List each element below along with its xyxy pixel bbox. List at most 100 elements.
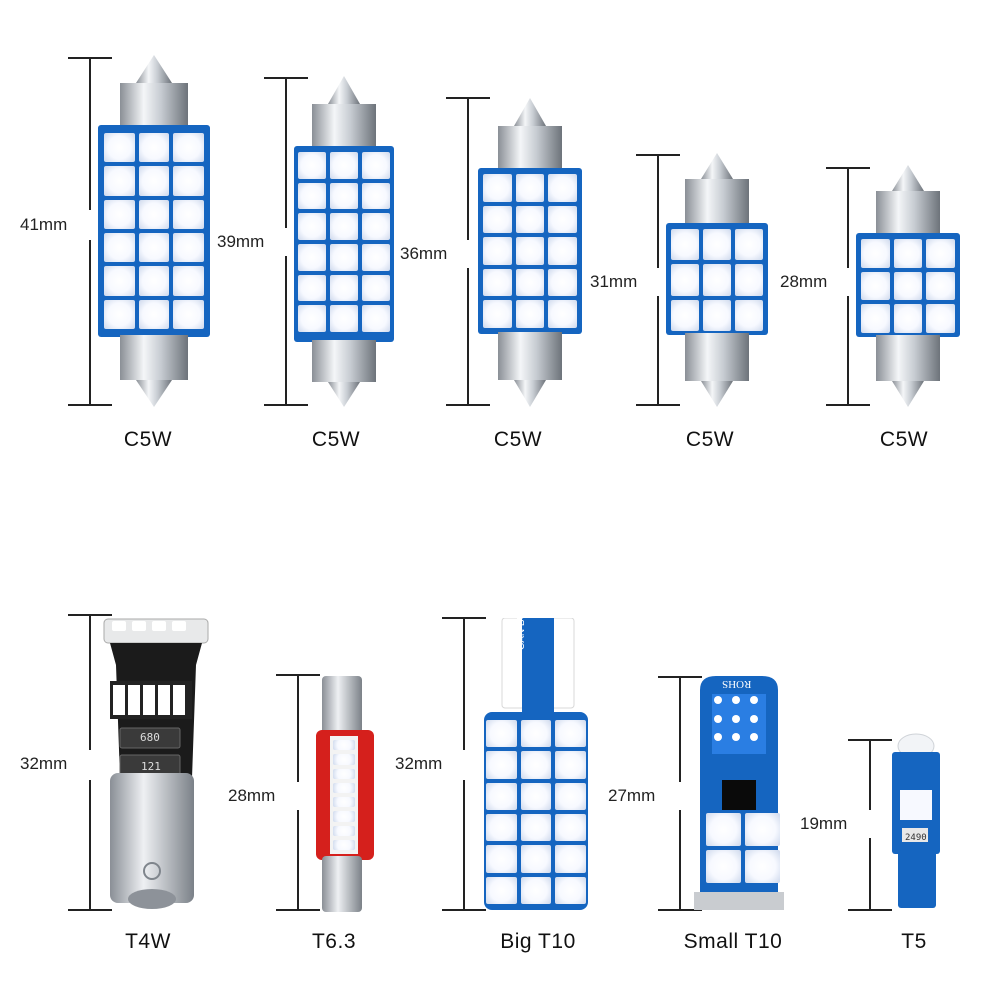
led-dots-small-t10 [714,696,764,748]
led-grid-41mm [104,133,204,329]
led-chip [555,876,586,904]
led-chip [138,266,170,296]
led-chip [138,199,170,229]
led-chip [483,237,512,265]
led-chip [732,696,740,704]
led-chip [671,264,699,296]
chip-label: 680 [140,731,160,744]
led-chip [555,845,586,873]
led-chip [515,174,545,202]
led-chip [362,244,390,271]
led-chip [483,205,512,234]
led-chip [861,271,890,301]
led-chip [861,304,890,333]
led-chip [893,271,923,301]
led-grid-36mm [483,174,577,328]
led-chip [173,266,204,296]
led-chip [555,782,586,810]
led-chip [362,274,390,302]
led-chip [173,199,204,229]
led-chip [893,239,923,268]
dimension-label: 28mm [228,786,276,805]
led-chip [104,166,135,196]
led-chip [861,239,890,268]
dimension-label: 28mm [780,272,828,291]
led-grid-31mm [671,229,763,331]
led-chip [173,133,204,163]
led-chip [515,300,545,328]
led-chip [926,304,955,333]
bulb-type-label: T5 [901,930,927,953]
led-chip [298,305,326,332]
led-chip [555,720,586,748]
board-text: CAN BUS [516,605,527,650]
led-chip [173,233,204,263]
led-chip [333,754,355,765]
dimension-label: 36mm [400,244,448,263]
led-chip [548,268,577,297]
led-chip [548,300,577,328]
led-chip [138,299,170,329]
led-chip [362,213,390,240]
dimension-label: 27mm [608,786,656,805]
led-chip [555,814,586,842]
led-chip [520,845,552,873]
led-chip [173,166,204,196]
led-chip [330,274,358,302]
led-chip [333,768,355,779]
led-chip [548,205,577,234]
board-text: ROHS [722,678,752,690]
led-chip [735,299,763,331]
led-chip [138,233,170,263]
led-grid-small-t10 [706,813,780,883]
led-chip [298,274,326,302]
led-chip [330,152,358,179]
led-chip [104,266,135,296]
bulb-type-label: T6.3 [311,930,357,953]
bulb-type-label: T4W [125,930,171,953]
chip-label: 2490 [905,833,927,843]
bulb-type-label: C5W [879,428,929,451]
led-chip [750,714,758,723]
led-chip [483,300,512,328]
led-chip [714,733,722,742]
led-chip [483,174,512,202]
led-chip [735,229,763,261]
led-chip [515,205,545,234]
dimension-label: 32mm [395,754,443,773]
led-chip [362,305,390,332]
led-chip [486,876,517,904]
led-chip [298,213,326,240]
led-chip [555,751,586,779]
led-chip [520,782,552,810]
led-chip [333,740,355,751]
led-chip [520,720,552,748]
led-chip [548,237,577,265]
led-chip [330,213,358,240]
dimension-label: 31mm [590,272,638,291]
led-chip [486,782,517,810]
dimension-label: 19mm [800,814,848,833]
led-chip [671,229,699,261]
led-grid-39mm [298,152,390,332]
bulb-type-label: C5W [311,428,361,451]
led-chip [138,166,170,196]
led-chip [486,814,517,842]
dimension-label: 41mm [20,215,68,234]
bulb-type-label: Small T10 [683,930,783,953]
led-chip [703,299,731,331]
bulb-type-label: C5W [493,428,543,451]
dimension-label: 39mm [217,232,265,251]
led-chip [104,233,135,263]
led-chip [703,229,731,261]
led-chip [333,811,355,822]
led-chip [330,244,358,271]
led-chip [703,264,731,296]
led-chip [745,813,780,846]
led-chip [706,850,741,883]
led-chip [520,876,552,904]
led-chip [483,268,512,297]
led-chip [173,299,204,329]
led-grid-big-t10 [486,720,586,904]
led-chip [298,182,326,210]
